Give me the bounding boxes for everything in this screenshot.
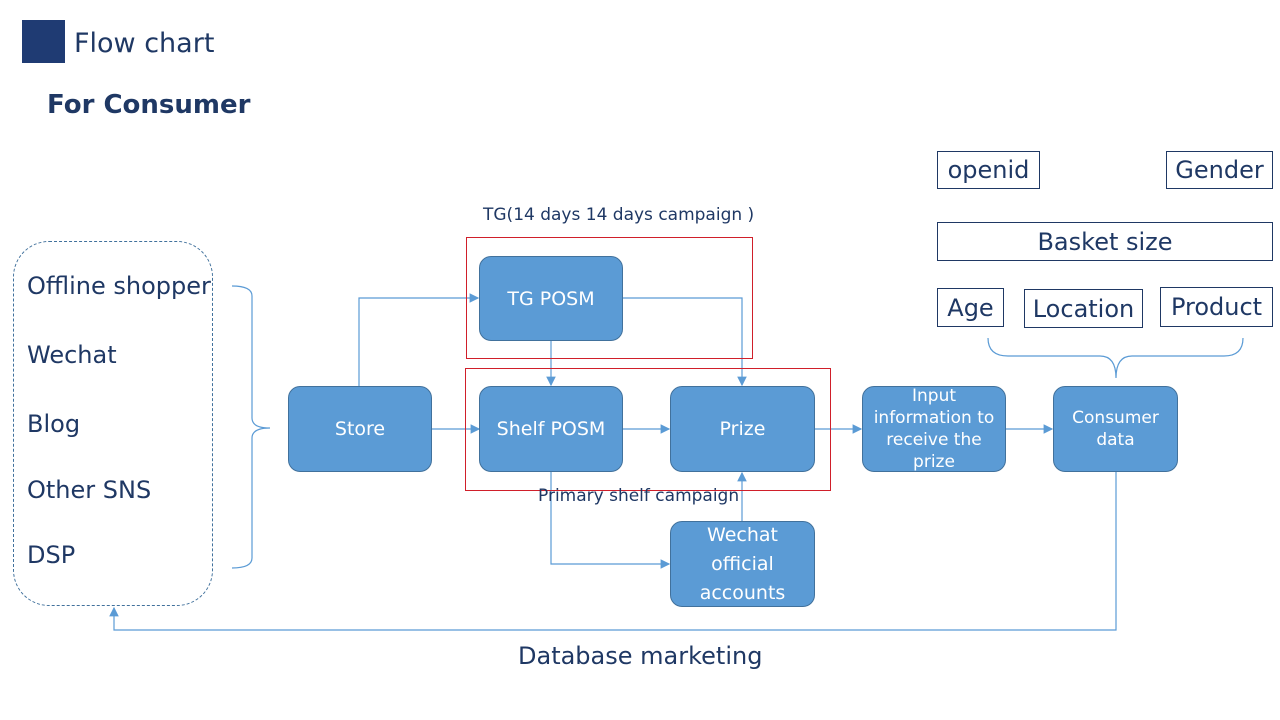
arrow-tg-prize xyxy=(623,297,747,387)
primary-shelf-label: Primary shelf campaign xyxy=(538,486,740,506)
node-prize: Prize xyxy=(670,386,815,472)
node-input-information: Input information to receive the prize xyxy=(862,386,1006,472)
attribute-openid: openid xyxy=(937,151,1040,189)
attribute-location: Location xyxy=(1024,289,1143,328)
node-tg-posm: TG POSM xyxy=(479,256,623,341)
page-title: Flow chart xyxy=(74,28,215,59)
primary-shelf-frame xyxy=(465,368,831,491)
attribute-age: Age xyxy=(937,288,1004,327)
page-subtitle: For Consumer xyxy=(47,90,251,120)
attribute-product: Product xyxy=(1160,287,1273,327)
node-shelf-posm: Shelf POSM xyxy=(479,386,623,472)
node-consumer-data: Consumer data xyxy=(1053,386,1178,472)
channel-other-sns: Other SNS xyxy=(27,476,152,504)
node-wechat-official-label: Wechat official accounts xyxy=(699,523,786,604)
channels-group xyxy=(13,241,213,606)
node-store-label: Store xyxy=(334,418,386,440)
channel-dsp: DSP xyxy=(27,541,76,569)
channel-wechat: Wechat xyxy=(27,341,117,369)
arrow-shelf-wechat xyxy=(550,472,671,569)
attributes-brace xyxy=(987,337,1244,379)
arrow-store-tg xyxy=(358,293,480,386)
title-square-icon xyxy=(22,20,65,63)
channel-offline-shopper: Offline shopper xyxy=(27,272,211,300)
database-marketing-label: Database marketing xyxy=(518,642,763,670)
node-shelf-posm-label: Shelf POSM xyxy=(496,418,606,440)
channels-brace xyxy=(231,285,271,569)
node-tg-posm-label: TG POSM xyxy=(507,287,595,310)
tg-campaign-label: TG(14 days 14 days campaign ) xyxy=(483,205,755,225)
node-prize-label: Prize xyxy=(719,418,766,440)
attribute-gender: Gender xyxy=(1166,151,1273,189)
channel-blog: Blog xyxy=(27,410,81,438)
attribute-basket-size: Basket size xyxy=(937,222,1273,261)
node-wechat-official-accounts: Wechat official accounts xyxy=(670,521,815,607)
node-input-information-label: Input information to receive the prize xyxy=(873,386,995,472)
node-consumer-data-label: Consumer data xyxy=(1072,408,1159,450)
tg-campaign-frame xyxy=(466,237,753,359)
node-store: Store xyxy=(288,386,432,472)
arrow-database-loop xyxy=(109,472,1117,631)
